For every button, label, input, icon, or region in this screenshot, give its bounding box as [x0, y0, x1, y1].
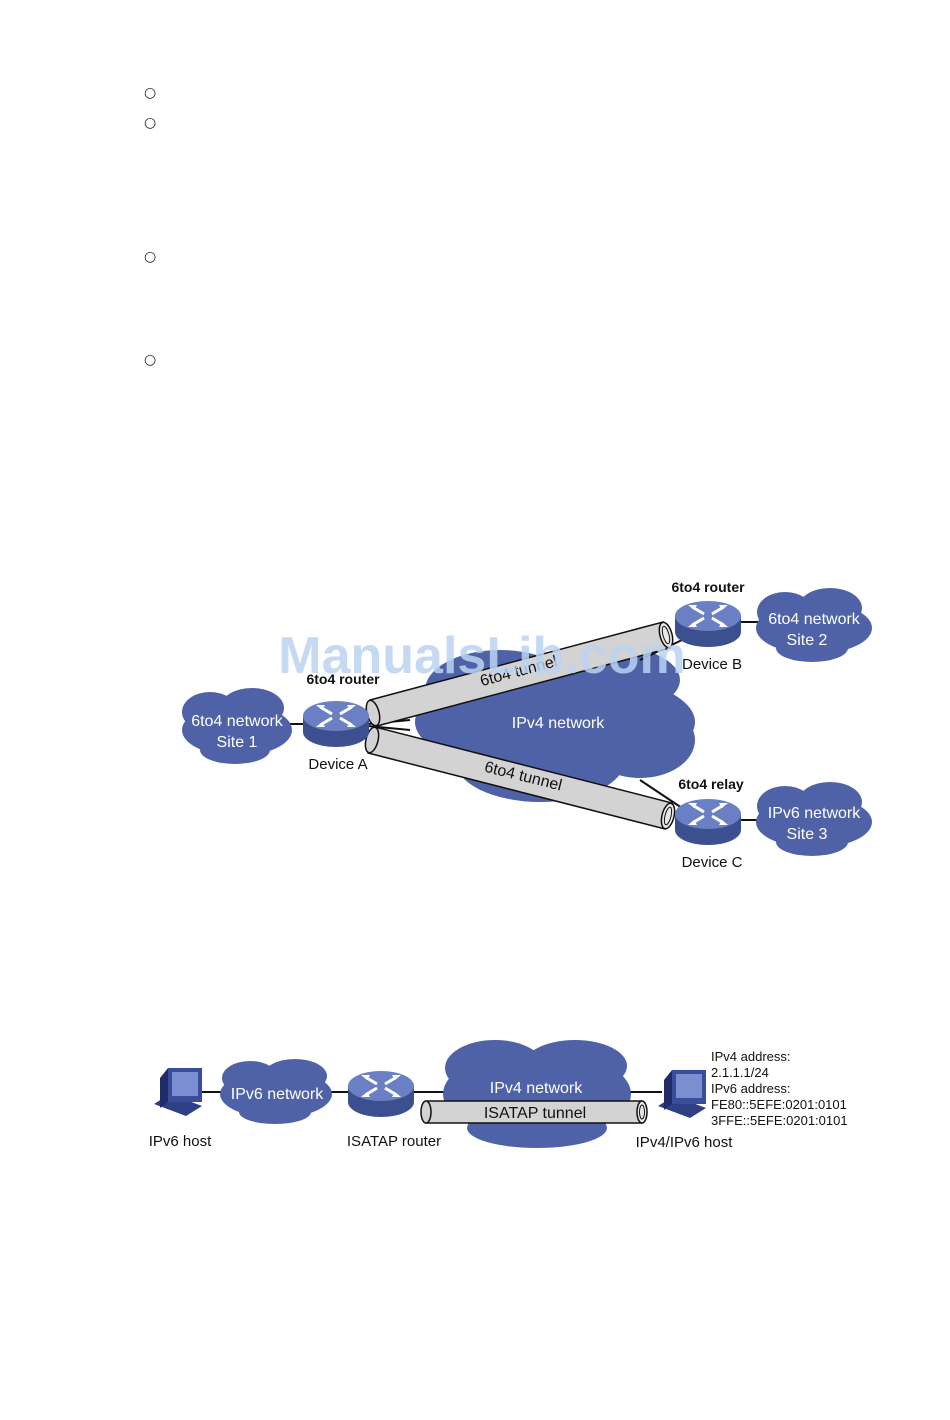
device-a-name: Device A: [308, 756, 367, 773]
address-line: IPv4 address:: [711, 1049, 791, 1064]
computer-icon: [658, 1070, 706, 1118]
address-line: 3FFE::5EFE:0201:0101: [711, 1113, 848, 1128]
ipv6-network-label: IPv6 network: [231, 1086, 324, 1103]
bullet-marker: ○: [144, 85, 157, 101]
site3-label-line2: Site 3: [787, 826, 828, 843]
bullet-marker: ○: [144, 352, 157, 368]
device-a-role: 6to4 router: [306, 671, 380, 687]
site1-cloud: [182, 688, 292, 764]
device-c-role: 6to4 relay: [678, 776, 744, 792]
isatap-tunnel-label: ISATAP tunnel: [484, 1105, 586, 1122]
address-line: IPv6 address:: [711, 1081, 791, 1096]
bullet-marker: ○: [144, 249, 157, 265]
ipv6-host-label: IPv6 host: [149, 1133, 212, 1150]
device-b-role: 6to4 router: [671, 579, 745, 595]
device-b-name: Device B: [682, 656, 742, 673]
site2-label-line1: 6to4 network: [768, 611, 861, 628]
site3-label-line1: IPv6 network: [768, 805, 861, 822]
ipv6-network-cloud: [220, 1059, 332, 1124]
site1-label-line2: Site 1: [217, 734, 258, 751]
router-icon: [346, 1069, 416, 1119]
isatap-tunnel: [420, 1100, 648, 1124]
ipv4-network-label: IPv4 network: [512, 715, 605, 732]
site1-label-line1: 6to4 network: [191, 713, 284, 730]
site2-cloud: [756, 588, 872, 662]
computer-icon: [154, 1068, 202, 1116]
tunnel-lower: [364, 726, 676, 830]
bullet-marker: ○: [144, 115, 157, 131]
ipv4-network-label: IPv4 network: [490, 1080, 583, 1097]
router-icon: [673, 797, 743, 847]
site2-label-line2: Site 2: [787, 632, 828, 649]
dual-stack-host-label: IPv4/IPv6 host: [636, 1134, 734, 1151]
router-icon: [301, 699, 371, 749]
link-line: [639, 779, 683, 809]
address-line: 2.1.1.1/24: [711, 1065, 769, 1080]
site3-cloud: [756, 782, 872, 856]
device-c-name: Device C: [682, 854, 743, 871]
tunnel-upper: [365, 621, 674, 727]
isatap-router-label: ISATAP router: [347, 1133, 441, 1150]
address-line: FE80::5EFE:0201:0101: [711, 1097, 847, 1112]
watermark: ManualsLib.com: [278, 627, 685, 685]
